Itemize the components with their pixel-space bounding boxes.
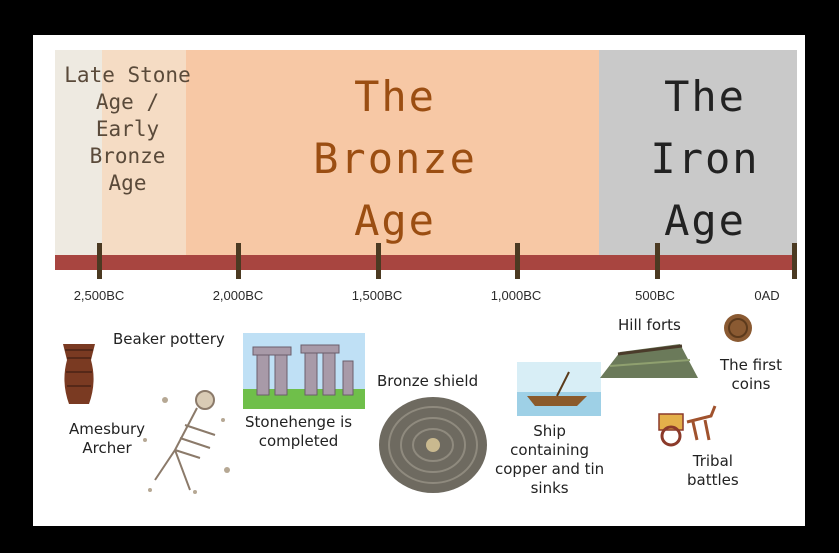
bronze-age-band <box>186 50 599 255</box>
timeline-axis <box>55 255 797 270</box>
tick-label-1000bc: 1,000BC <box>490 288 542 303</box>
event-beaker-pottery: Beaker pottery <box>113 330 225 348</box>
ship-icon <box>517 362 601 416</box>
event-amesbury-archer: Amesbury Archer <box>69 420 145 457</box>
tick-mark <box>655 243 660 279</box>
tick-mark <box>97 243 102 279</box>
event-ship-sinks: Ship containing copper and tin sinks <box>495 422 605 497</box>
era-stone-label: Late Stone Age / Early Bronze Age <box>64 63 191 195</box>
era-iron-label: The Iron Age <box>650 72 760 245</box>
tick-label-2500bc: 2,500BC <box>73 288 125 303</box>
timeline-panel: Late Stone Age / Early Bronze Age The Br… <box>55 50 797 512</box>
tick-mark <box>792 243 797 279</box>
tick-label-1500bc: 1,500BC <box>351 288 403 303</box>
tick-label-2000bc: 2,000BC <box>212 288 264 303</box>
stone-age-band <box>55 50 102 255</box>
coin-icon <box>724 314 752 342</box>
event-hill-forts: Hill forts <box>618 316 681 334</box>
tick-mark <box>236 243 241 279</box>
event-tribal-battles: Tribal battles <box>687 452 739 489</box>
event-first-coins: The first coins <box>720 356 782 393</box>
hill-fort-icon <box>600 344 698 378</box>
chariot-icon <box>658 405 717 447</box>
tick-mark <box>515 243 520 279</box>
era-bronze-label: The Bronze Age <box>313 72 477 245</box>
bronze-shield-icon <box>379 397 487 493</box>
tick-mark <box>376 243 381 279</box>
skeleton-icon <box>143 390 230 494</box>
tick-label-0ad: 0AD <box>754 288 780 303</box>
beaker-pot-icon <box>63 344 95 404</box>
stonehenge-icon <box>243 333 365 409</box>
tick-label-500bc: 500BC <box>635 288 675 303</box>
event-stonehenge: Stonehenge is completed <box>245 413 353 450</box>
event-bronze-shield: Bronze shield <box>377 372 479 390</box>
early-bronze-band <box>102 50 186 255</box>
iron-age-band <box>599 50 797 255</box>
